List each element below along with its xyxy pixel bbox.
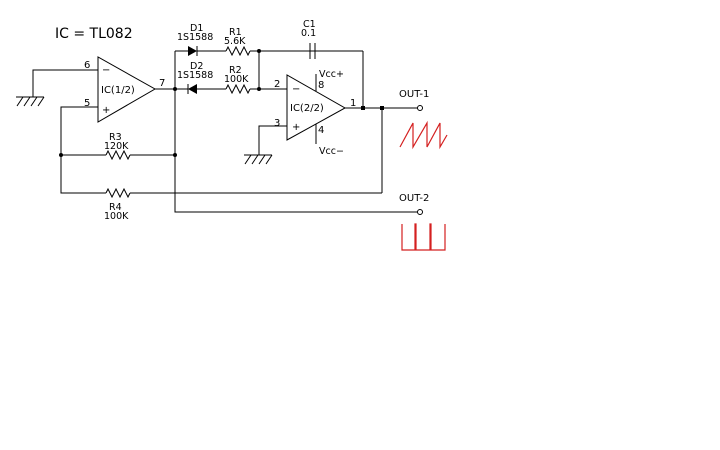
capacitor-c1-name: C1	[303, 19, 316, 30]
resistor-r2: R2 100K	[224, 65, 287, 95]
diode-d1-part: 1S1588	[177, 32, 213, 43]
junction-dot	[257, 87, 261, 91]
output-out1-label: OUT-1	[399, 89, 429, 100]
resistor-r4: R4 100K	[100, 108, 383, 222]
output-terminal-out1: OUT-1	[399, 89, 429, 111]
diode-d2-name: D2	[190, 61, 203, 72]
wire-ic1-plus-loop	[60, 106, 100, 194]
ground-symbol-ic2	[244, 125, 287, 165]
op-amp-ic1-pin-7: 7	[159, 78, 165, 89]
resistor-r3-name: R3	[109, 132, 122, 143]
square-waveform-icon	[401, 223, 446, 251]
resistor-r4-name: R4	[109, 202, 122, 213]
vcc-plus-label: Vcc+	[319, 69, 344, 80]
resistor-r1-value: 5.6K	[224, 36, 246, 47]
op-amp-ic2-pin-2: 2	[274, 79, 280, 90]
resistor-r2-value: 100K	[224, 74, 249, 85]
junction-dot	[380, 106, 384, 110]
wire-ic1-out-bus	[174, 51, 418, 213]
op-amp-ic2-pin-3: 3	[274, 118, 280, 129]
op-amp-ic1-minus-sign: −	[102, 65, 110, 76]
ic-type-title: IC = TL082	[55, 26, 133, 42]
op-amp-ic2-pin-8: 8	[318, 80, 324, 91]
op-amp-ic1-pin-6: 6	[84, 60, 90, 71]
op-amp-ic2-label: IC(2/2)	[290, 103, 324, 114]
resistor-r4-value: 100K	[104, 211, 129, 222]
op-amp-ic1: IC(1/2) − + 6 5 7	[84, 56, 165, 123]
resistor-r2-name: R2	[229, 65, 242, 76]
output-terminal-out2: OUT-2	[399, 193, 429, 215]
diode-d2: D2 1S1588	[175, 61, 226, 94]
capacitor-c1: C1 0.1	[259, 19, 364, 108]
op-amp-ic1-label: IC(1/2)	[101, 85, 135, 96]
op-amp-ic1-pin-5: 5	[84, 98, 90, 109]
op-amp-ic2-minus-sign: −	[292, 84, 300, 95]
op-amp-ic2-pin-4: 4	[318, 125, 324, 136]
capacitor-c1-value: 0.1	[301, 28, 316, 39]
diode-d1: D1 1S1588	[175, 23, 226, 56]
sawtooth-waveform-icon	[399, 120, 448, 150]
resistor-r3-value: 120K	[104, 141, 129, 152]
resistor-r3: R3 120K	[61, 132, 175, 161]
resistor-r1-name: R1	[229, 27, 242, 38]
op-amp-ic2-pin-1: 1	[350, 98, 356, 109]
junction-dot	[361, 106, 365, 110]
op-amp-ic2-plus-sign: +	[292, 122, 300, 133]
output-out2-label: OUT-2	[399, 193, 429, 204]
op-amp-ic2: IC(2/2) − + 2 3 1 8 4 Vcc+ Vcc−	[274, 69, 356, 157]
diode-d2-part: 1S1588	[177, 70, 213, 81]
op-amp-ic1-plus-sign: +	[102, 105, 110, 116]
vcc-minus-label: Vcc−	[319, 146, 344, 157]
ground-symbol-ic1	[16, 69, 98, 107]
diode-d1-name: D1	[190, 23, 203, 34]
